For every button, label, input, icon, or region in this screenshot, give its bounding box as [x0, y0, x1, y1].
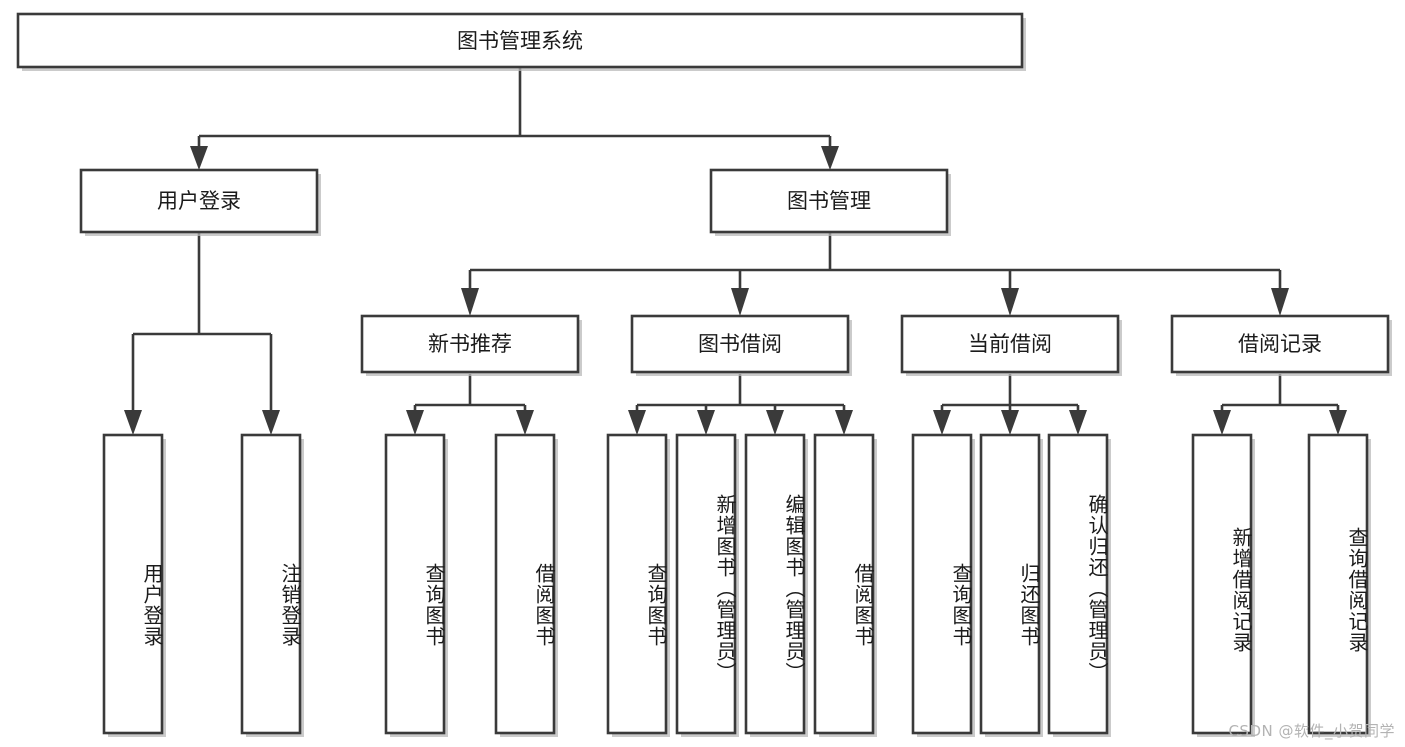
node-leaf-borrow-book-1-box[interactable]: [494, 433, 556, 735]
arrow-to-leaf-add-record: [1213, 410, 1231, 435]
node-layer: 图书管理系统 用户登录 图书管理 新书推荐 图书借阅 当前借阅 借阅记录: [16, 12, 1392, 737]
node-user-login-label: 用户登录: [157, 189, 241, 213]
node-leaf-return-book-box[interactable]: [979, 433, 1041, 735]
node-book-manage-label: 图书管理: [787, 189, 871, 213]
node-borrow-record-label: 借阅记录: [1238, 332, 1322, 356]
arrow-to-leaf-confirm-return: [1069, 410, 1087, 435]
node-root-label: 图书管理系统: [457, 29, 583, 53]
edge-bookmanage-bus: [468, 232, 1282, 290]
edge-userlogin-bus: [131, 232, 273, 418]
node-leaf-query-record-box[interactable]: [1307, 433, 1369, 735]
node-current-borrow-box[interactable]: [900, 314, 1120, 374]
arrow-to-borrow-record: [1271, 288, 1289, 316]
arrow-to-leaf-edit-book: [766, 410, 784, 435]
arrow-to-leaf-query-book-2: [628, 410, 646, 435]
csdn-watermark: CSDN @软件_小贺同学: [1228, 722, 1395, 740]
node-user-login-box[interactable]: [79, 168, 319, 234]
arrow-to-leaf-logout: [262, 410, 280, 435]
node-leaf-user-login-box[interactable]: [102, 433, 164, 735]
node-leaf-borrow-book-2-box[interactable]: [813, 433, 875, 735]
node-new-book-rec-box[interactable]: [360, 314, 580, 374]
node-leaf-query-book-3-box[interactable]: [911, 433, 973, 735]
arrow-to-current-borrow: [1001, 288, 1019, 316]
edge-root-bus: [197, 67, 832, 154]
node-leaf-edit-book-box[interactable]: [744, 433, 806, 735]
arrow-to-user-login: [190, 146, 208, 170]
arrow-to-leaf-query-record: [1329, 410, 1347, 435]
arrow-to-book-borrow: [731, 288, 749, 316]
arrow-to-leaf-borrow-book-1: [516, 410, 534, 435]
node-book-borrow-label: 图书借阅: [698, 332, 782, 356]
edge-borrowrecord-bus: [1220, 374, 1340, 418]
arrow-to-leaf-query-book-3: [933, 410, 951, 435]
node-leaf-logout-box[interactable]: [240, 433, 302, 735]
node-borrow-record-box[interactable]: [1170, 314, 1390, 374]
connector-layer: [124, 67, 1347, 435]
node-root-box[interactable]: [16, 12, 1024, 69]
arrow-to-leaf-borrow-book-2: [835, 410, 853, 435]
node-leaf-query-book-1-box[interactable]: [384, 433, 446, 735]
node-leaf-confirm-return-box[interactable]: [1047, 433, 1109, 735]
node-leaf-add-record-box[interactable]: [1191, 433, 1253, 735]
arrow-to-leaf-return-book: [1001, 410, 1019, 435]
arrow-to-new-book-rec: [461, 288, 479, 316]
node-book-manage-box[interactable]: [709, 168, 949, 234]
arrow-to-book-manage: [821, 146, 839, 170]
node-new-book-rec-label: 新书推荐: [428, 332, 512, 356]
arrow-to-leaf-user-login: [124, 410, 142, 435]
arrow-to-leaf-query-book-1: [406, 410, 424, 435]
edge-newbookrec-bus: [413, 374, 527, 418]
node-current-borrow-label: 当前借阅: [968, 332, 1052, 356]
edge-bookborrow-bus: [635, 374, 846, 418]
node-book-borrow-box[interactable]: [630, 314, 850, 374]
node-leaf-query-book-2-box[interactable]: [606, 433, 668, 735]
arrow-to-leaf-add-book: [697, 410, 715, 435]
node-leaf-add-book-box[interactable]: [675, 433, 737, 735]
